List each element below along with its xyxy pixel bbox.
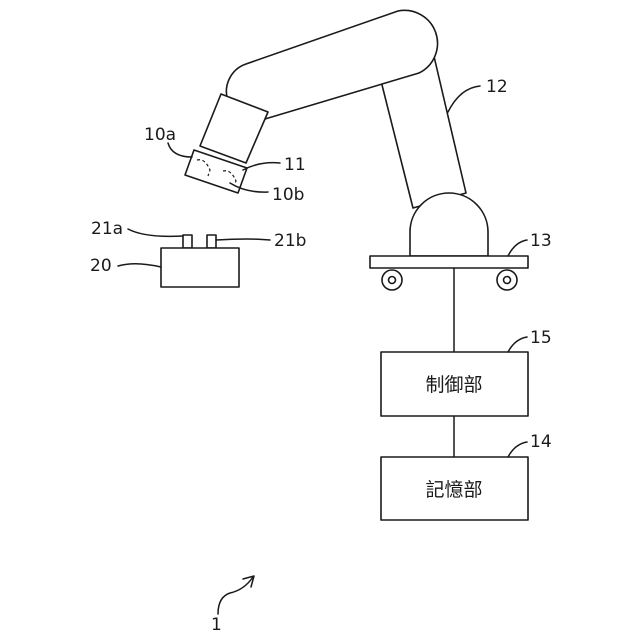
base-platform [370, 256, 528, 268]
leader-20 [118, 264, 161, 267]
leader-lines [118, 86, 527, 614]
workpiece [161, 235, 239, 287]
leader-12 [448, 86, 480, 112]
label-21b: 21b [274, 231, 306, 251]
robot-arm [185, 10, 488, 256]
feature-21b [207, 235, 216, 248]
wheel-left-hub [389, 277, 396, 284]
wheel-right-hub [504, 277, 511, 284]
label-20: 20 [90, 256, 112, 276]
control-unit-block: 制御部 [381, 352, 528, 416]
label-13: 13 [530, 231, 552, 251]
workpiece-body [161, 248, 239, 287]
leader-1 [218, 577, 253, 614]
mobile-base [370, 256, 528, 290]
label-11: 11 [284, 155, 306, 175]
label-1: 1 [211, 615, 222, 635]
storage-unit-block: 記憶部 [381, 457, 528, 520]
leader-15 [508, 337, 527, 352]
label-15: 15 [530, 328, 552, 348]
label-21a: 21a [91, 219, 123, 239]
label-10b: 10b [272, 185, 304, 205]
label-14: 14 [530, 432, 552, 452]
feature-21a [183, 235, 192, 248]
leader-10a [168, 143, 192, 157]
leader-21b [216, 239, 270, 240]
leader-11 [243, 163, 280, 170]
label-10a: 10a [144, 125, 176, 145]
leader-13 [508, 240, 527, 256]
storage-unit-label: 記憶部 [425, 479, 482, 501]
leader-14 [508, 442, 527, 457]
control-unit-label: 制御部 [425, 374, 482, 396]
label-12: 12 [486, 77, 508, 97]
leader-21a [128, 229, 183, 236]
